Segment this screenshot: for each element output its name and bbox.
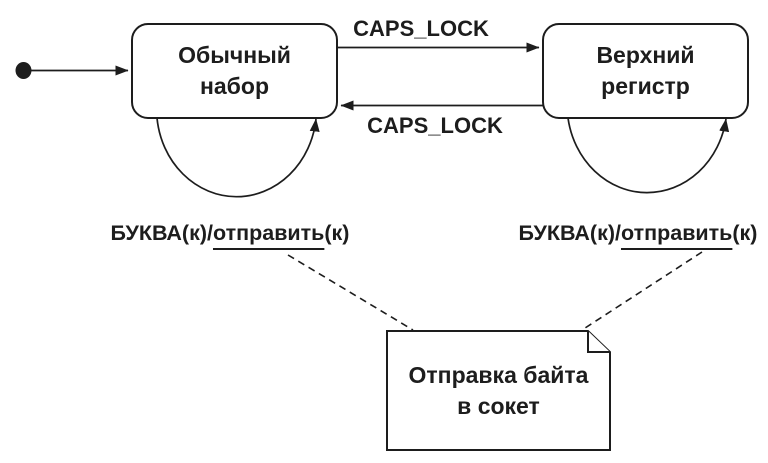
initial-state-dot [15, 62, 32, 79]
note-shape [386, 330, 611, 451]
note-line2: в сокет [457, 392, 540, 419]
note-line1: Отправка байта [408, 361, 589, 388]
note-label: Отправка байта в сокет [387, 331, 610, 450]
self-loop-left [156, 117, 320, 198]
state-upper-label: Верхний регистр [543, 24, 748, 118]
event-suffix-left: (к) [324, 221, 350, 245]
state-normal-line1: Обычный [178, 42, 291, 68]
state-upper-line2: регистр [601, 73, 690, 99]
self-transition-label-left: БУКВА(к)/отправить(к) [111, 221, 350, 245]
event-action-right: отправить [620, 221, 733, 245]
self-transition-label-right: БУКВА(к)/отправить(к) [519, 221, 758, 245]
state-upper-shape [542, 23, 749, 119]
transition-caps-back-label: CAPS_LOCK [367, 113, 503, 138]
event-trigger-left: БУКВА(к)/ [110, 221, 213, 245]
event-suffix-right: (к) [732, 221, 758, 245]
note-connector-left [287, 254, 414, 331]
note-fold-icon [587, 331, 610, 353]
state-normal-label: Обычный набор [132, 24, 337, 118]
state-upper-line1: Верхний [596, 42, 695, 68]
self-loop-right [567, 117, 730, 194]
event-action-left: отправить [212, 221, 325, 245]
state-normal-line2: набор [200, 73, 269, 99]
state-normal-shape [131, 23, 338, 119]
event-trigger-right: БУКВА(к)/ [518, 221, 621, 245]
transition-caps-forward-label: CAPS_LOCK [353, 16, 489, 41]
note-connector-right [581, 251, 703, 331]
